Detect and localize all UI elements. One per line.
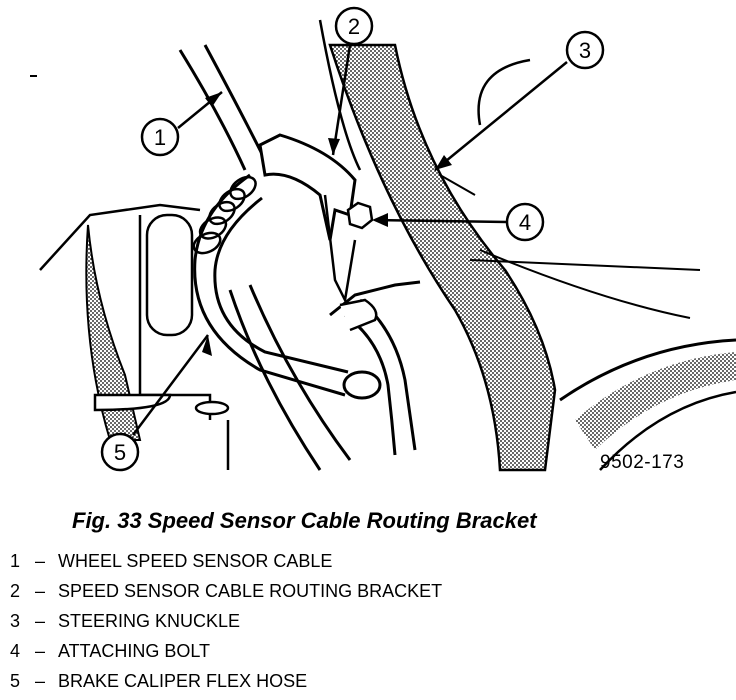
rotor-arc-shade	[575, 352, 736, 450]
hose-upper-arc	[228, 289, 322, 471]
legend-number: 1	[10, 551, 21, 571]
cable-loop	[359, 298, 417, 451]
legend-number: 5	[10, 671, 21, 691]
caliper-foot	[93, 393, 172, 412]
flex-hose-inner	[213, 196, 349, 374]
arrowhead-1	[205, 92, 222, 107]
svg-text:5: 5	[114, 440, 126, 465]
svg-text:2: 2	[348, 14, 360, 39]
arrowhead-3	[435, 155, 452, 170]
svg-text:4: 4	[519, 210, 531, 235]
caliper-boss	[194, 400, 230, 416]
legend-dash: –	[34, 641, 45, 661]
bracket-lower	[323, 194, 357, 304]
legend-dash: –	[34, 611, 45, 631]
legend-number: 4	[10, 641, 21, 661]
callout-4: 4	[505, 202, 545, 242]
arrowhead-2	[328, 138, 340, 155]
hose-fitting	[342, 370, 382, 400]
knuckle-line	[439, 174, 476, 196]
legend-text: SPEED SENSOR CABLE ROUTING BRACKET	[58, 581, 443, 601]
hose-clip-2	[339, 298, 378, 332]
svg-text:3: 3	[579, 38, 591, 63]
rotor-arc-inner	[599, 390, 736, 471]
hose-upper-arc-2	[248, 284, 352, 461]
legend-number: 3	[10, 611, 21, 631]
legend-item: 3 – STEERING KNUCKLE	[10, 606, 442, 636]
legend-text: BRAKE CALIPER FLEX HOSE	[58, 671, 308, 691]
legend-list: 1 – WHEEL SPEED SENSOR CABLE 2 – SPEED S…	[10, 546, 442, 696]
legend-text: ATTACHING BOLT	[58, 641, 211, 661]
arrowhead-4	[372, 213, 388, 227]
legend-item: 2 – SPEED SENSOR CABLE ROUTING BRACKET	[10, 576, 442, 606]
caliper-body	[39, 203, 201, 271]
arrowhead-5	[202, 335, 212, 356]
leader-2	[331, 44, 352, 156]
legend-item: 1 – WHEEL SPEED SENSOR CABLE	[10, 546, 442, 576]
legend-item: 4 – ATTACHING BOLT	[10, 636, 442, 666]
right-line	[479, 249, 691, 319]
knuckle-curve	[477, 58, 531, 126]
callout-5: 5	[100, 432, 140, 472]
leader-3	[434, 61, 568, 171]
legend-item: 5 – BRAKE CALIPER FLEX HOSE	[10, 666, 442, 696]
leader-5	[132, 334, 209, 436]
legend-dash: –	[34, 671, 45, 691]
figure-caption: Fig. 33 Speed Sensor Cable Routing Brack…	[72, 508, 537, 533]
callout-2: 2	[334, 6, 374, 46]
bracket-shape	[258, 133, 357, 241]
figure-id-code: 9502-173	[600, 452, 685, 473]
legend-dash: –	[34, 581, 45, 601]
leader-arrowheads	[202, 92, 452, 356]
sensor-cable-edge	[178, 49, 247, 171]
attaching-bolt	[346, 201, 374, 230]
legend-number: 2	[10, 581, 21, 601]
caliper-frame	[138, 215, 212, 420]
steering-knuckle-shape	[328, 43, 557, 472]
caliper-slot	[145, 213, 194, 337]
legend-text: WHEEL SPEED SENSOR CABLE	[58, 551, 333, 571]
cable-loop-2	[344, 313, 397, 456]
leader-4	[374, 218, 508, 224]
legend-dash: –	[34, 551, 45, 571]
rotor-arc	[559, 338, 736, 402]
diagram-illustration: 1 2 3 4 5	[30, 6, 736, 472]
legend-text: STEERING KNUCKLE	[58, 611, 241, 631]
callout-1: 1	[140, 117, 180, 157]
hose-coils	[192, 175, 257, 255]
svg-text:1: 1	[154, 125, 166, 150]
callout-3: 3	[565, 30, 605, 70]
